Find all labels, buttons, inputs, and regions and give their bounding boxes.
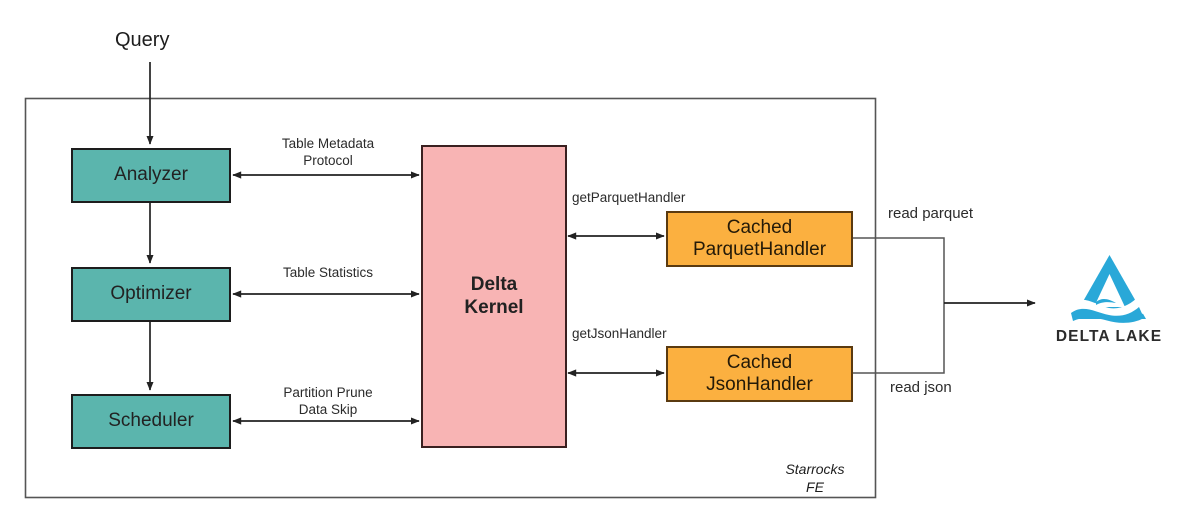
edge-label-optimizer-kernel: Table Statistics	[282, 265, 374, 280]
node-optimizer[interactable]: Optimizer	[71, 267, 231, 322]
starrocks-fe-container	[24, 97, 877, 499]
query-label: Query	[115, 29, 170, 51]
node-delta-kernel[interactable]: Delta Kernel	[421, 145, 567, 448]
delta-lake-mark	[1069, 255, 1146, 323]
edge-label-scheduler-kernel: Partition Prune Data Skip	[283, 385, 373, 417]
node-cached-parquet-handler[interactable]: Cached ParquetHandler	[666, 211, 853, 267]
node-analyzer-label: Analyzer	[114, 164, 188, 186]
edge-label-kernel-parquet: getParquetHandler	[572, 190, 686, 205]
edge-label-kernel-json: getJsonHandler	[572, 326, 667, 341]
node-cached-json-handler[interactable]: Cached JsonHandler	[666, 346, 853, 402]
node-optimizer-label: Optimizer	[110, 283, 192, 305]
edge-label-read-json: read json	[890, 379, 952, 396]
edge-json-out	[853, 303, 945, 374]
edge-label-read-parquet: read parquet	[888, 205, 974, 222]
node-scheduler[interactable]: Scheduler	[71, 394, 231, 449]
starrocks-fe-label: Starrocks FE	[785, 461, 845, 496]
node-analyzer[interactable]: Analyzer	[71, 148, 231, 203]
edge-label-analyzer-kernel: Table Metadata Protocol	[281, 136, 375, 168]
node-cached-json-handler-label: Cached JsonHandler	[706, 351, 813, 395]
delta-lake-logo: DELTA LAKE	[1054, 252, 1164, 346]
node-delta-kernel-label: Delta Kernel	[464, 274, 524, 318]
edge-parquet-out	[853, 237, 945, 303]
delta-lake-logo-text: DELTA LAKE	[1055, 328, 1163, 345]
node-scheduler-label: Scheduler	[108, 410, 194, 432]
node-cached-parquet-handler-label: Cached ParquetHandler	[692, 216, 827, 260]
